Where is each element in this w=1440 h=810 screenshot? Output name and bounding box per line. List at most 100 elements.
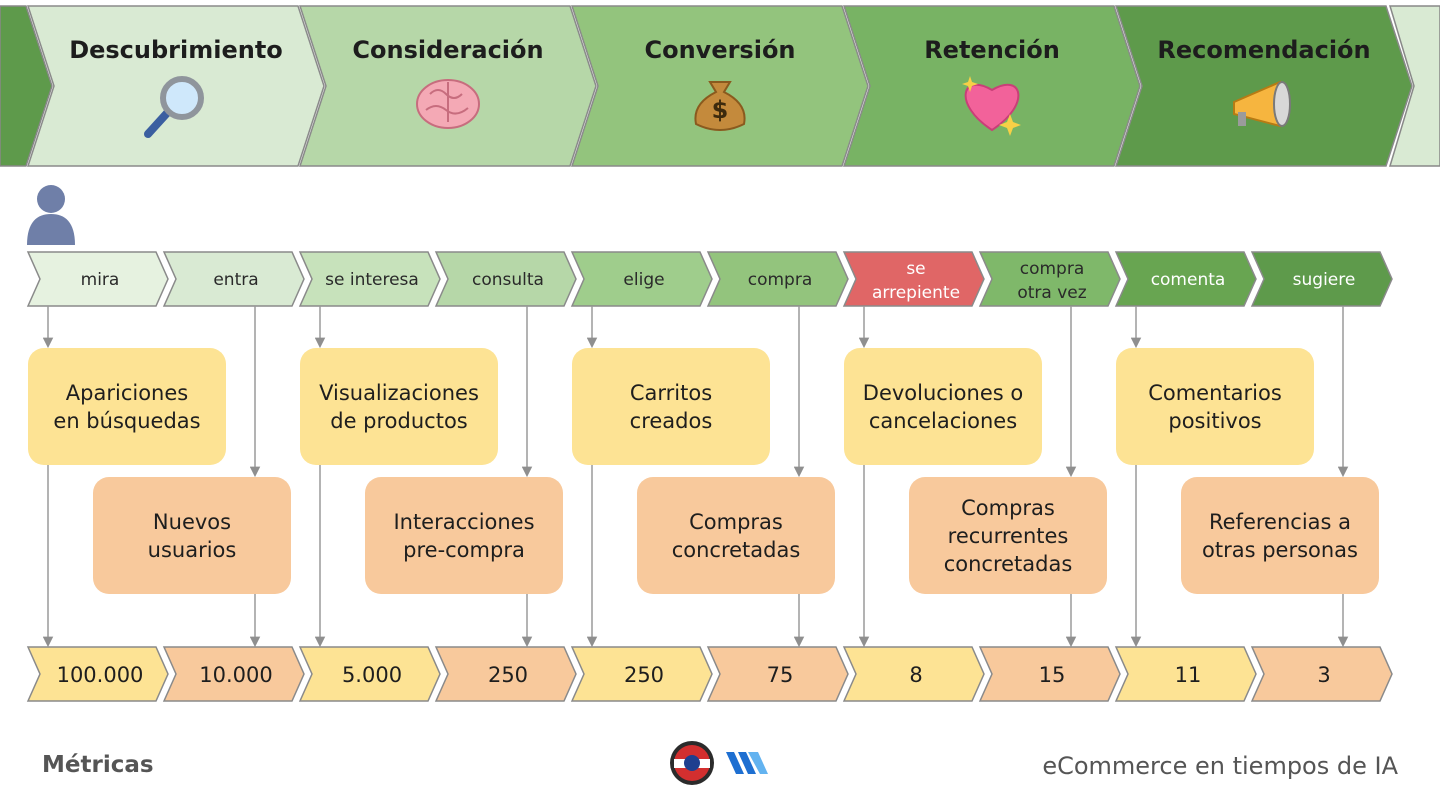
action-label: comenta [1151,270,1226,290]
value-step: 250 [570,646,713,702]
magnifying-glass-icon [144,76,204,138]
metric-card: Apariciones en búsquedas [28,348,226,465]
stage-3: Conversión $ [570,5,869,167]
stage-5: Recomendación [1114,5,1413,167]
connector-lines [42,306,1349,648]
action-step: entra [162,251,305,307]
banner-right-edge [1388,5,1440,167]
action-step: sugiere [1250,251,1393,307]
action-label: sugiere [1293,270,1356,290]
stage-chevron [842,5,1141,167]
metric-card: Compras recurrentes concretadas [909,477,1107,594]
value-chevron [978,646,1121,702]
stage-4: Retención [842,5,1141,167]
value-step: 15 [978,646,1121,702]
value-chevron [842,646,985,702]
metric-card: Interacciones pre-compra [365,477,563,594]
action-chevron [570,251,713,307]
stage-title: Recomendación [1157,36,1370,64]
value-chevron [1250,646,1393,702]
action-step: compra otra vez [978,251,1121,307]
metric-card: Referencias a otras personas [1181,477,1379,594]
action-row: mira entra se interesa consulta elige compra s… [26,251,1393,307]
metric-value: 250 [488,663,528,687]
metric-value: 10.000 [199,663,272,687]
action-label: compra [1020,259,1085,279]
brain-icon [416,79,480,129]
action-step: compra [706,251,849,307]
value-chevron [434,646,577,702]
value-step: 75 [706,646,849,702]
action-label: entra [213,270,258,290]
person-silhouette-icon [27,185,75,245]
action-label: compra [748,270,813,290]
money-bag-icon: $ [694,81,746,131]
metric-card: Devoluciones o cancelaciones [844,348,1042,465]
value-chevron [706,646,849,702]
megaphone-icon [1233,80,1291,128]
action-chevron [298,251,441,307]
action-label: se interesa [325,270,419,290]
action-step: mira [26,251,169,307]
action-chevron [26,251,169,307]
action-chevron [1114,251,1257,307]
footer-title: eCommerce en tiempos de IA [1042,752,1398,780]
action-label: otra vez [1017,283,1086,303]
metric-card: Nuevos usuarios [93,477,291,594]
action-label: elige [623,270,664,290]
metric-card: Carritos creados [572,348,770,465]
value-chevron [570,646,713,702]
value-chevron [162,646,305,702]
value-step: 250 [434,646,577,702]
action-label: consulta [472,270,544,290]
action-chevron [434,251,577,307]
action-step: se interesa [298,251,441,307]
metric-card: Compras concretadas [637,477,835,594]
action-chevron [706,251,849,307]
stage-2: Consideración [298,5,597,167]
action-label: se [906,259,925,279]
action-chevron [978,251,1121,307]
stage-title: Conversión [644,36,795,64]
stage-1: Descubrimiento [26,5,325,167]
blue-w-logo [726,752,768,774]
metric-value: 5.000 [342,663,402,687]
stage-banner: Descubrimiento Consideración Conversión $ Re… [0,5,1440,167]
logos [670,741,768,785]
metric-value: 8 [909,663,922,687]
stage-title: Retención [924,36,1060,64]
value-chevron [298,646,441,702]
sparkling-heart-icon [962,76,1021,136]
svg-text:$: $ [712,96,729,124]
action-chevron [1250,251,1393,307]
stage-title: Descubrimiento [69,36,283,64]
action-label: mira [81,270,120,290]
metric-card: Comentarios positivos [1116,348,1314,465]
value-step: 10.000 [162,646,305,702]
action-step: se arrepiente [842,251,985,307]
action-step: consulta [434,251,577,307]
action-step: elige [570,251,713,307]
action-chevron [842,251,985,307]
value-chevron [26,646,169,702]
banner-left-edge [0,5,53,167]
value-step: 11 [1114,646,1257,702]
metric-value: 250 [624,663,664,687]
metric-value: 11 [1175,663,1202,687]
metric-card: Visualizaciones de productos [300,348,498,465]
stage-title: Consideración [352,36,543,64]
value-step: 8 [842,646,985,702]
action-chevron [162,251,305,307]
action-step: comenta [1114,251,1257,307]
footer-section-label: Métricas [42,752,154,778]
value-chevron [1114,646,1257,702]
metric-value: 75 [767,663,794,687]
value-step: 100.000 [26,646,169,702]
badge-logo [670,741,714,785]
metric-value: 100.000 [57,663,144,687]
stage-chevron [1114,5,1413,167]
action-label: arrepiente [872,283,960,303]
metric-value: 15 [1039,663,1066,687]
